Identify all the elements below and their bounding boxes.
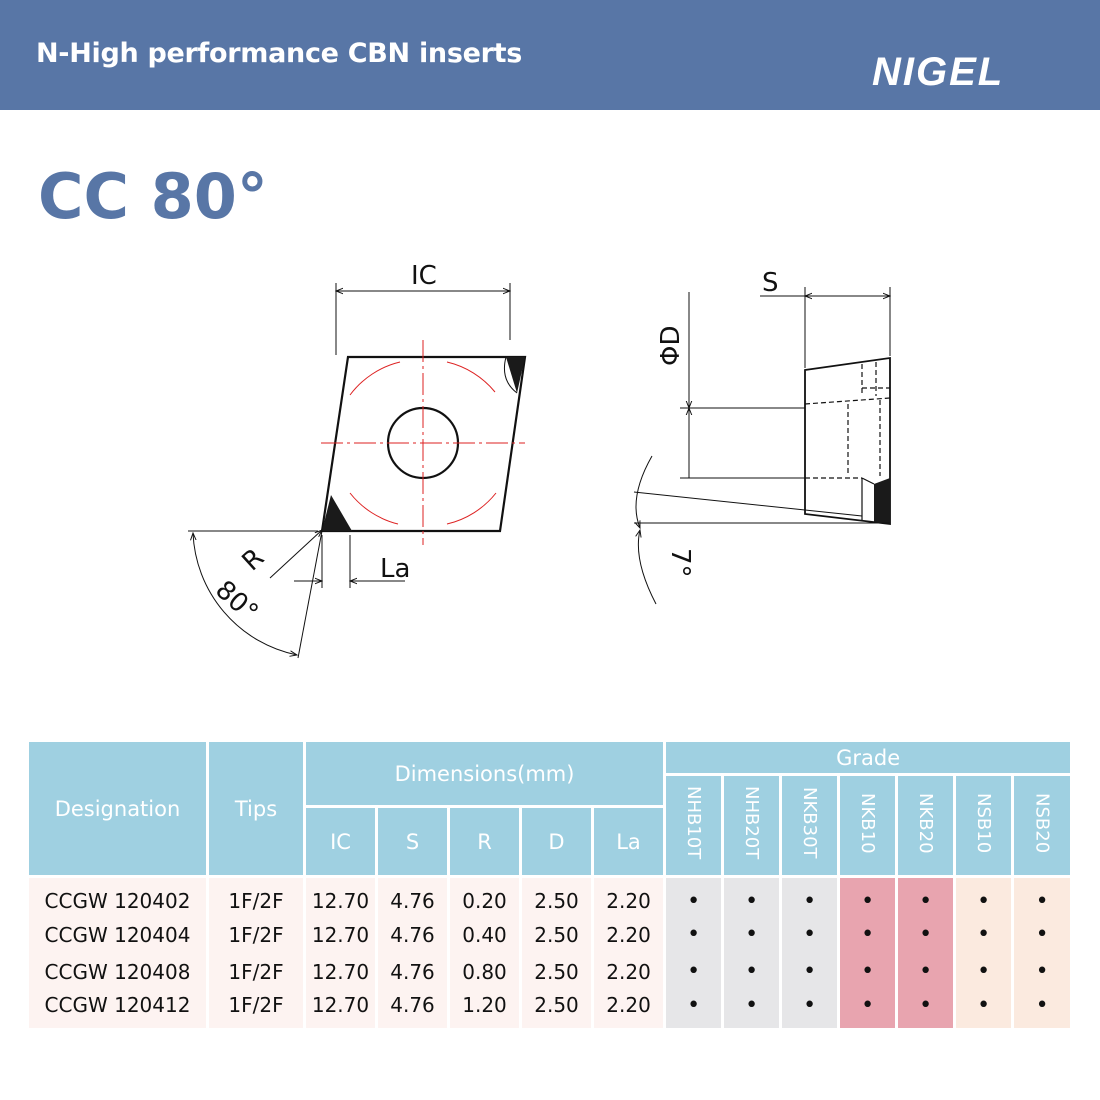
dim-cell: 1.20 bbox=[447, 990, 522, 1028]
table-row: CCGW 120402 1F/2F 12.70 4.76 0.20 2.50 2… bbox=[26, 876, 1074, 916]
grade-mark: • bbox=[953, 916, 1015, 953]
tips-cell: 1F/2F bbox=[206, 916, 306, 953]
grade-mark: • bbox=[779, 916, 841, 953]
dim-cell: 2.20 bbox=[590, 916, 667, 953]
dim-label-ic: IC bbox=[411, 261, 437, 291]
dim-cell: 4.76 bbox=[375, 953, 450, 990]
header-designation: Designation bbox=[26, 739, 209, 878]
tips-cell: 1F/2F bbox=[206, 953, 306, 990]
dim-cell: 12.70 bbox=[303, 990, 378, 1028]
dim-cell: 12.70 bbox=[303, 876, 378, 916]
grade-header: NHB10T bbox=[663, 773, 725, 878]
table-row: CCGW 120408 1F/2F 12.70 4.76 0.80 2.50 2… bbox=[26, 953, 1074, 990]
dim-cell: 2.50 bbox=[519, 953, 594, 990]
grade-header: NKB20 bbox=[895, 773, 957, 878]
grade-header: NKB10 bbox=[837, 773, 899, 878]
spec-table: Designation Tips Dimensions(mm) Grade NH… bbox=[26, 739, 1074, 1028]
grade-mark: • bbox=[721, 916, 783, 953]
dim-label-s: S bbox=[762, 268, 779, 298]
grade-mark: • bbox=[895, 953, 957, 990]
grade-mark: • bbox=[895, 990, 957, 1028]
grade-mark: • bbox=[953, 876, 1015, 916]
grade-mark: • bbox=[1011, 916, 1074, 953]
brand-logo: NIGEL bbox=[872, 50, 1005, 94]
grade-mark: • bbox=[895, 916, 957, 953]
table-row: CCGW 120412 1F/2F 12.70 4.76 1.20 2.50 2… bbox=[26, 990, 1074, 1028]
grade-mark: • bbox=[721, 876, 783, 916]
dim-label-angle: 80° bbox=[209, 575, 263, 628]
designation-cell: CCGW 120404 bbox=[26, 916, 209, 953]
grade-mark: • bbox=[779, 876, 841, 916]
grade-mark: • bbox=[663, 876, 725, 916]
tips-cell: 1F/2F bbox=[206, 876, 306, 916]
dim-label-clearance: 7° bbox=[665, 548, 695, 578]
header-banner: N-High performance CBN inserts NIGEL bbox=[0, 0, 1100, 110]
grade-header: NSB10 bbox=[953, 773, 1015, 878]
tips-cell: 1F/2F bbox=[206, 990, 306, 1028]
insert-side-view: S ΦD 7° bbox=[633, 268, 891, 605]
cbn-tip-bottom-left bbox=[322, 495, 352, 531]
grade-mark: • bbox=[1011, 953, 1074, 990]
cbn-tip-side bbox=[874, 478, 890, 524]
dim-header: IC bbox=[303, 805, 378, 878]
dim-cell: 2.20 bbox=[590, 953, 667, 990]
dim-cell: 0.20 bbox=[447, 876, 522, 916]
grade-mark: • bbox=[663, 953, 725, 990]
dim-cell: 4.76 bbox=[375, 916, 450, 953]
grade-mark: • bbox=[837, 953, 899, 990]
dim-cell: 4.76 bbox=[375, 876, 450, 916]
grade-mark: • bbox=[953, 953, 1015, 990]
grade-mark: • bbox=[895, 876, 957, 916]
dim-cell: 2.50 bbox=[519, 990, 594, 1028]
grade-header: NKB30T bbox=[779, 773, 841, 878]
grade-mark: • bbox=[953, 990, 1015, 1028]
header-tips: Tips bbox=[206, 739, 306, 878]
grade-mark: • bbox=[663, 916, 725, 953]
dim-header: D bbox=[519, 805, 594, 878]
dim-cell: 2.20 bbox=[590, 876, 667, 916]
header-dimensions: Dimensions(mm) bbox=[302, 739, 667, 808]
grade-mark: • bbox=[779, 953, 841, 990]
grade-mark: • bbox=[721, 953, 783, 990]
dim-header: La bbox=[590, 805, 667, 878]
page-title: N-High performance CBN inserts bbox=[36, 38, 523, 69]
dim-cell: 12.70 bbox=[303, 916, 378, 953]
cbn-tip-top-right bbox=[506, 357, 525, 393]
insert-top-view: IC La R 80° bbox=[188, 261, 527, 659]
grade-mark: • bbox=[837, 990, 899, 1028]
grade-mark: • bbox=[779, 990, 841, 1028]
dim-header: S bbox=[375, 805, 450, 878]
designation-cell: CCGW 120412 bbox=[26, 990, 209, 1028]
dim-cell: 4.76 bbox=[375, 990, 450, 1028]
dim-label-d: ΦD bbox=[656, 326, 686, 367]
grade-header: NSB20 bbox=[1011, 773, 1074, 878]
dim-cell: 0.40 bbox=[447, 916, 522, 953]
designation-cell: CCGW 120402 bbox=[26, 876, 209, 916]
grade-mark: • bbox=[721, 990, 783, 1028]
designation-cell: CCGW 120408 bbox=[26, 953, 209, 990]
model-title: CC 80° bbox=[38, 160, 268, 233]
grade-mark: • bbox=[663, 990, 725, 1028]
grade-mark: • bbox=[837, 916, 899, 953]
header-grade: Grade bbox=[663, 739, 1074, 776]
grade-mark: • bbox=[1011, 990, 1074, 1028]
dim-cell: 2.50 bbox=[519, 916, 594, 953]
dim-label-r: R bbox=[237, 543, 271, 577]
grade-mark: • bbox=[837, 876, 899, 916]
dim-label-la: La bbox=[380, 554, 410, 584]
dim-cell: 12.70 bbox=[303, 953, 378, 990]
dim-cell: 0.80 bbox=[447, 953, 522, 990]
grade-mark: • bbox=[1011, 876, 1074, 916]
grade-header: NHB20T bbox=[721, 773, 783, 878]
dim-cell: 2.50 bbox=[519, 876, 594, 916]
insert-technical-drawing: IC La R 80° S bbox=[188, 261, 891, 659]
dim-cell: 2.20 bbox=[590, 990, 667, 1028]
table-row: CCGW 120404 1F/2F 12.70 4.76 0.40 2.50 2… bbox=[26, 916, 1074, 953]
dim-header: R bbox=[447, 805, 522, 878]
